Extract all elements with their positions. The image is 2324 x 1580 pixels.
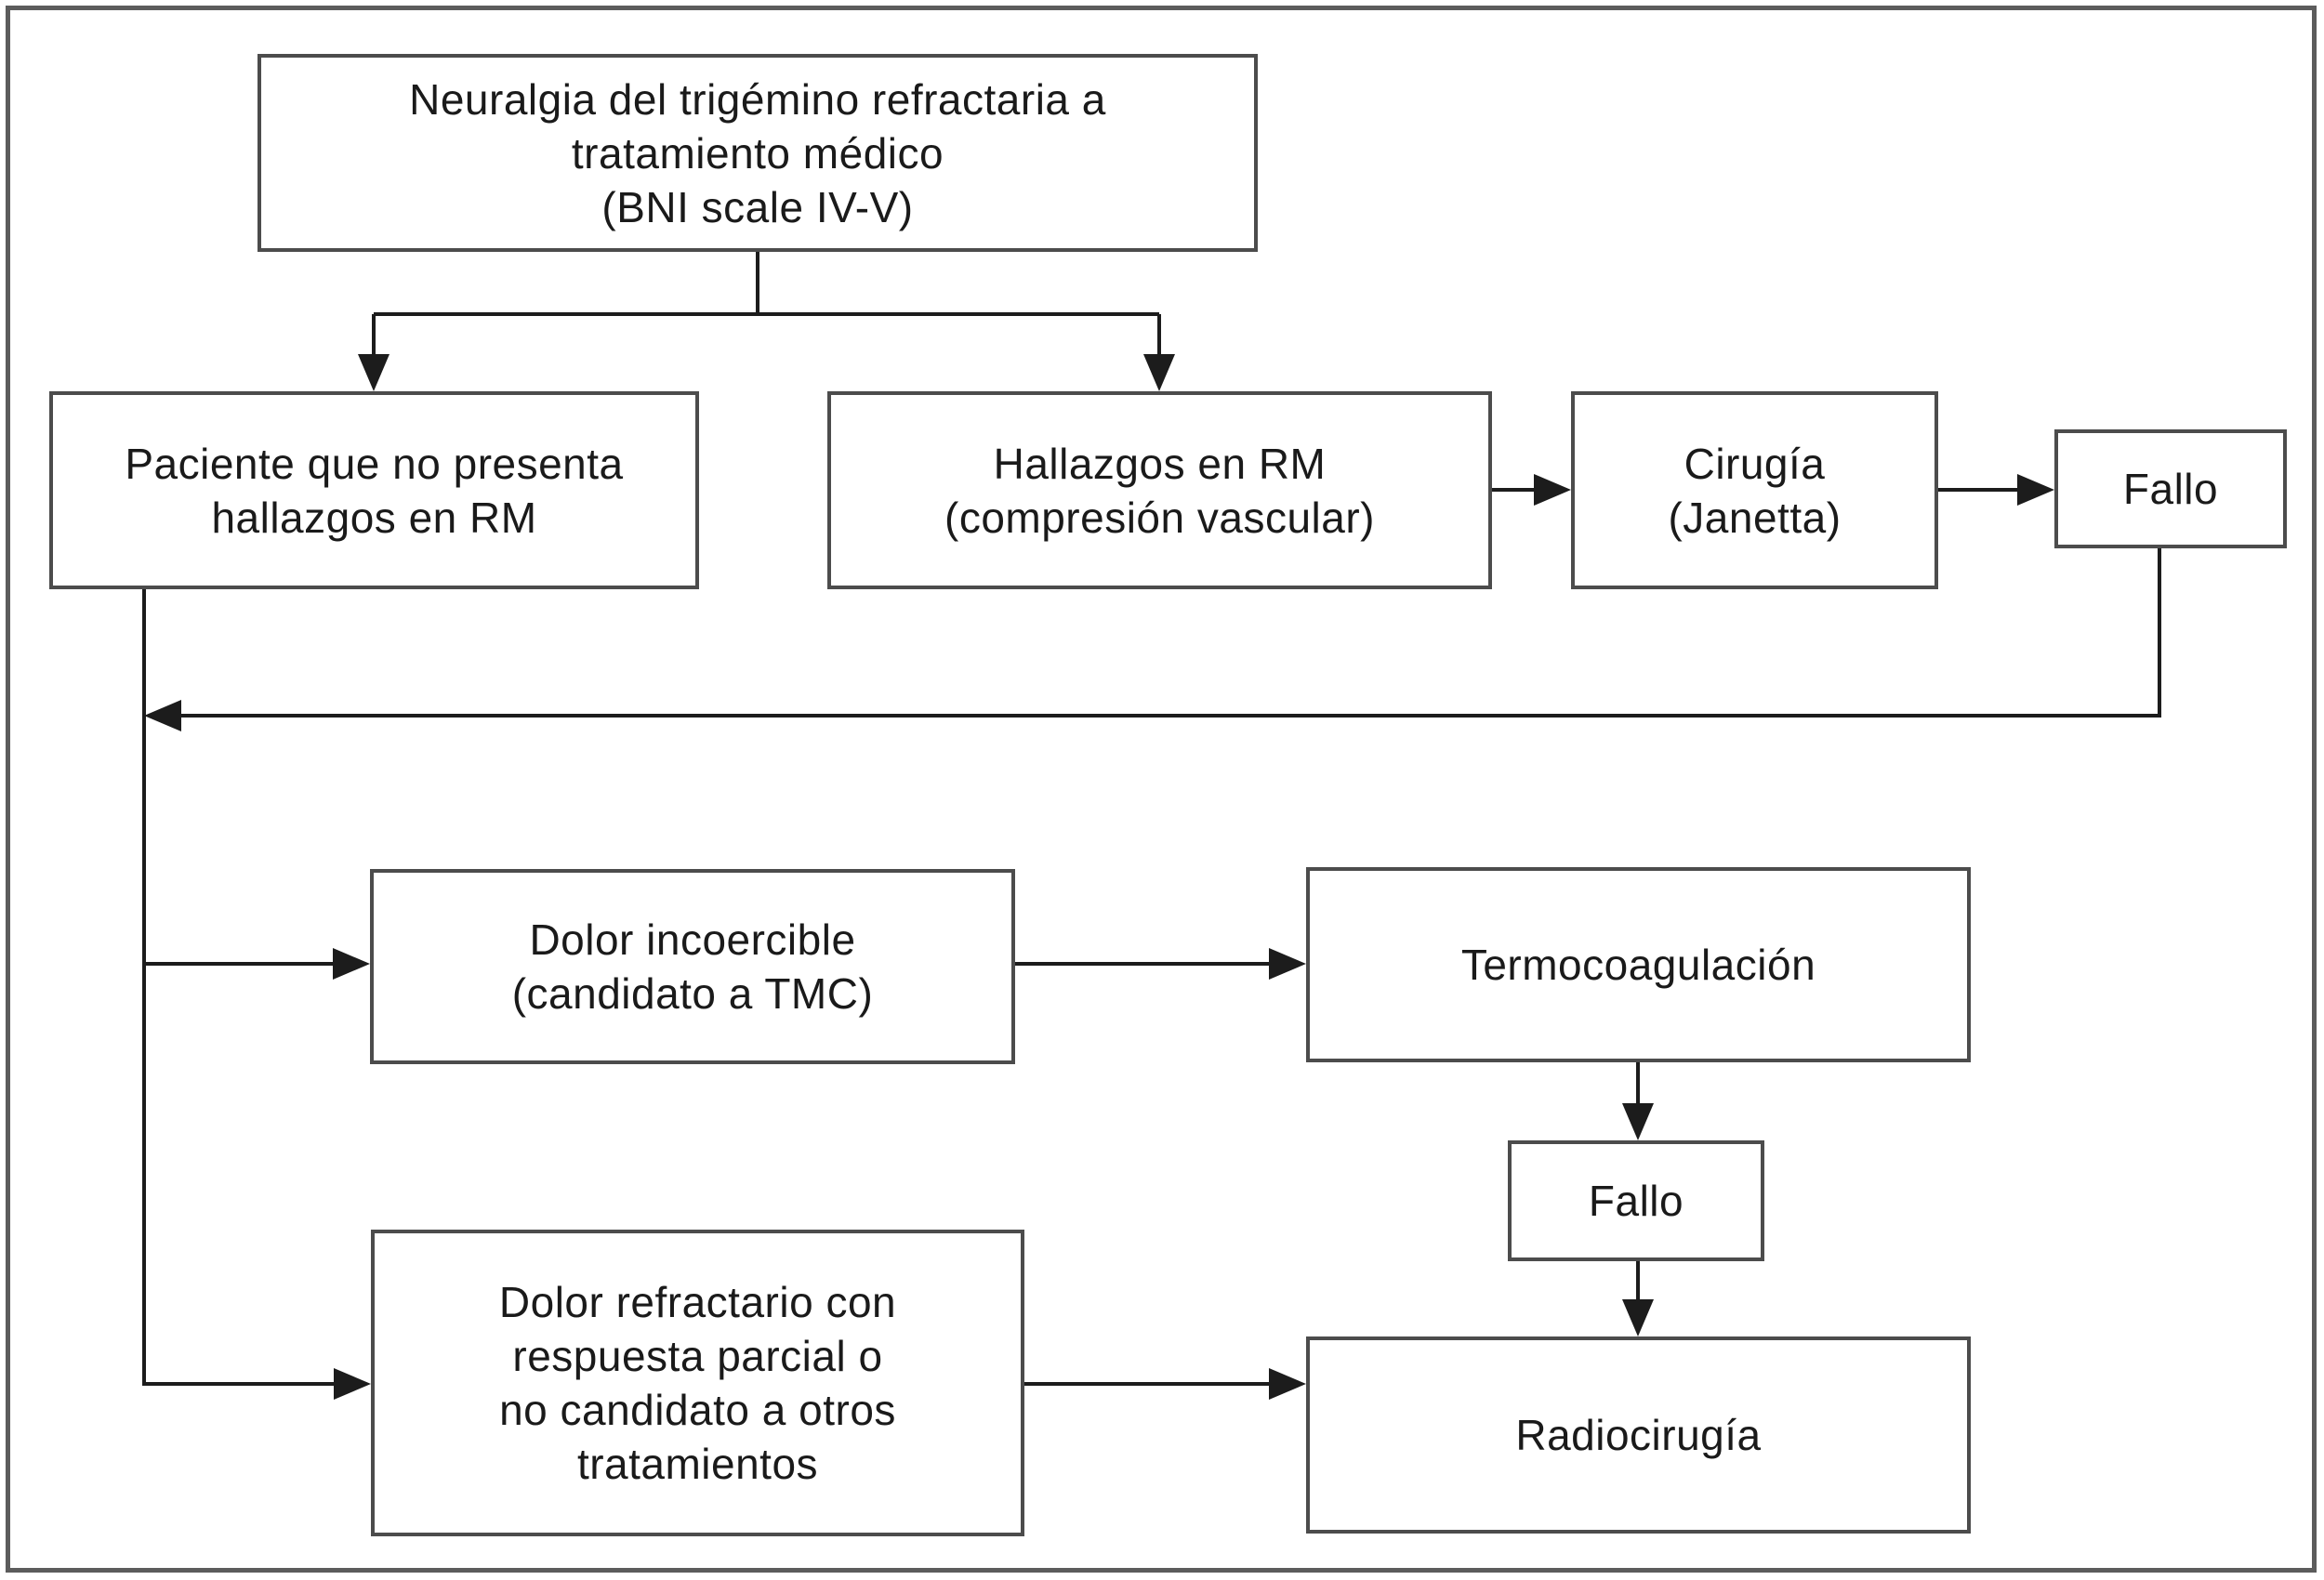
- node-dolor1-line: Dolor incoercible: [529, 915, 856, 964]
- node-dolor2-line: tratamientos: [576, 1440, 819, 1488]
- node-paciente-line: hallazgos en RM: [211, 493, 537, 542]
- node-fallo-cirugia: Fallo: [2054, 429, 2287, 548]
- arrowhead-to-fallo2: [1622, 1103, 1654, 1140]
- node-cirugia-line: Cirugía: [1684, 439, 1826, 488]
- node-dolor-incoercible: Dolor incoercible (candidato a TMC): [370, 869, 1015, 1064]
- arrowhead-return-left: [144, 700, 181, 731]
- node-dolor1-line: (candidato a TMC): [511, 969, 874, 1018]
- node-paciente-line: Paciente que no presenta: [125, 439, 624, 488]
- node-cirugia-line: (Janetta): [1668, 493, 1842, 542]
- node-neuralgia-line: Neuralgia del trigémino refractaria a: [409, 74, 1106, 124]
- arrowhead-to-fallo: [2017, 474, 2054, 506]
- node-cirugia-janetta: Cirugía (Janetta): [1571, 391, 1938, 589]
- edge-left-pathway: [142, 589, 334, 1386]
- node-paciente-sin-hallazgos: Paciente que no presenta hallazgos en RM: [49, 391, 699, 589]
- node-fallo2-line: Fallo: [1588, 1177, 1684, 1225]
- node-termo-line: Termocoagulación: [1460, 941, 1816, 989]
- node-dolor2-line: respuesta parcial o: [512, 1332, 883, 1380]
- arrowhead-to-radio-left: [1269, 1368, 1306, 1400]
- node-neuralgia: Neuralgia del trigémino refractaria a tr…: [257, 54, 1258, 252]
- node-termocoagulacion: Termocoagulación: [1306, 867, 1971, 1062]
- arrowhead-to-paciente: [358, 354, 390, 391]
- arrowhead-to-radio: [1622, 1299, 1654, 1336]
- node-dolor-refractario: Dolor refractario con respuesta parcial …: [371, 1230, 1024, 1536]
- node-hallazgos-rm: Hallazgos en RM (compresión vascular): [827, 391, 1492, 589]
- node-dolor2-line: no candidato a otros: [499, 1386, 896, 1434]
- edge-fallo-return: [181, 548, 2161, 718]
- arrowhead-to-hallazgos: [1143, 354, 1175, 391]
- arrowhead-to-dolor2: [334, 1368, 371, 1400]
- node-hallazgos-line: Hallazgos en RM: [993, 439, 1327, 488]
- node-fallo-termocoagulacion: Fallo: [1508, 1140, 1764, 1261]
- node-dolor2-line: Dolor refractario con: [498, 1278, 897, 1326]
- node-neuralgia-line: (BNI scale IV-V): [601, 182, 914, 231]
- arrowhead-to-dolor1: [333, 948, 370, 980]
- node-hallazgos-line: (compresión vascular): [944, 493, 1375, 542]
- node-fallo-line: Fallo: [2122, 465, 2219, 513]
- node-radiocirugia: Radiocirugía: [1306, 1336, 1971, 1534]
- arrowhead-to-cirugia: [1534, 474, 1571, 506]
- node-radio-line: Radiocirugía: [1515, 1411, 1762, 1459]
- arrowhead-to-termo: [1269, 948, 1306, 980]
- node-neuralgia-line: tratamiento médico: [571, 128, 944, 178]
